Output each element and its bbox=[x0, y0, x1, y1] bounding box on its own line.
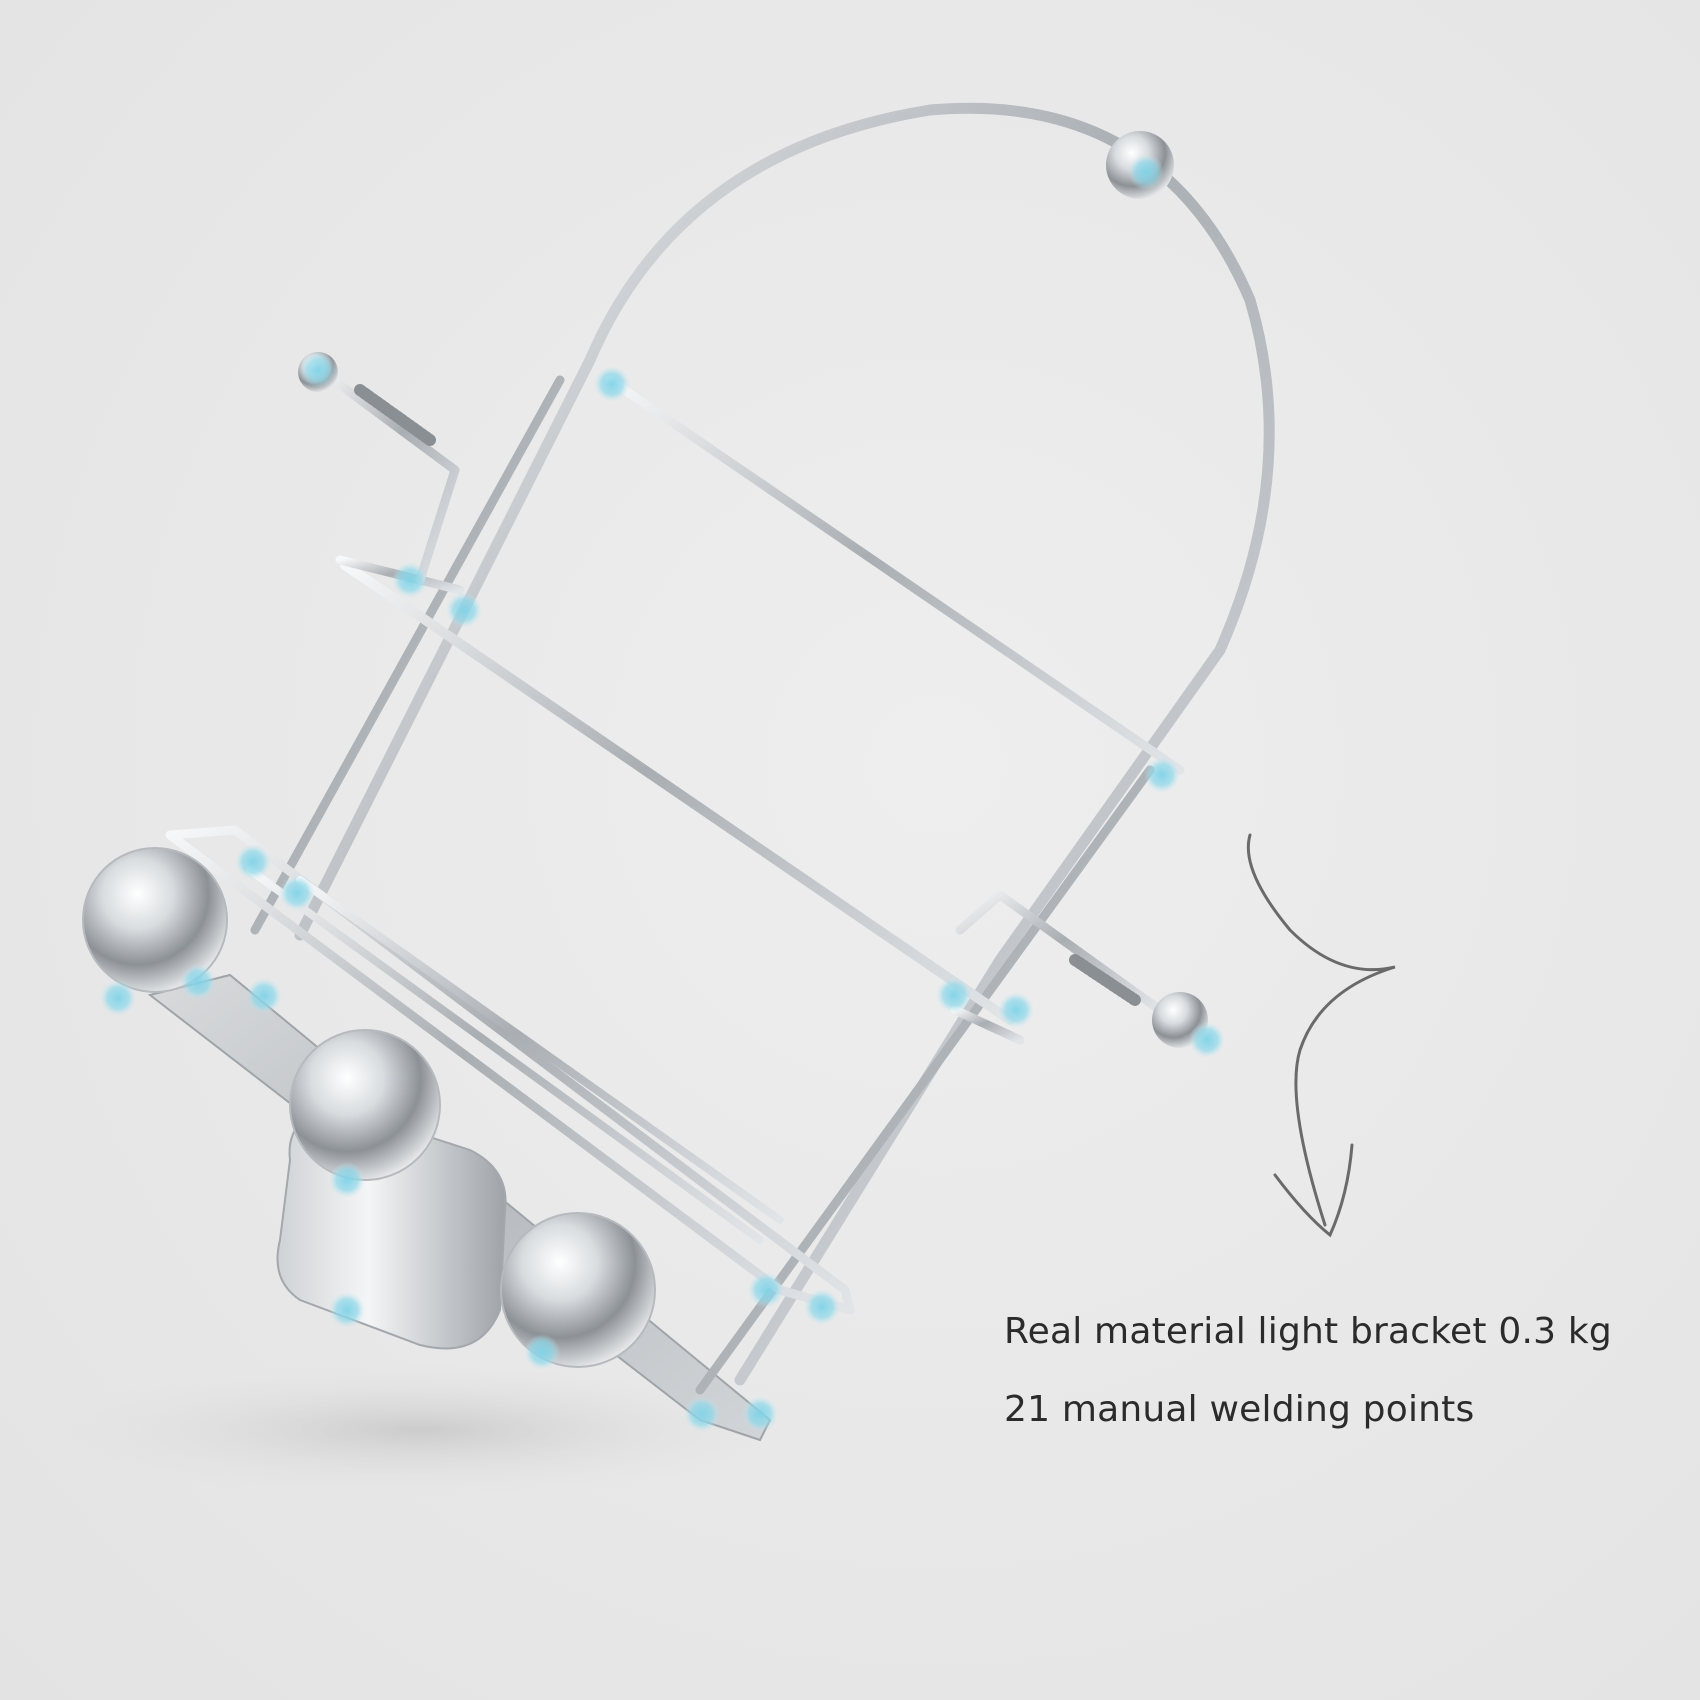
weld-point bbox=[684, 1396, 720, 1432]
weld-point bbox=[1128, 154, 1164, 190]
weld-point bbox=[235, 844, 271, 880]
floor-shadow bbox=[20, 1360, 820, 1500]
weld-point bbox=[246, 978, 282, 1014]
hand-drawn-arrow-icon bbox=[1246, 833, 1396, 1227]
weld-point bbox=[748, 1272, 784, 1308]
weld-point bbox=[936, 977, 972, 1013]
welding-points bbox=[100, 154, 1225, 1432]
basket-tray-rail bbox=[246, 866, 764, 1244]
weld-point bbox=[329, 1292, 365, 1328]
basket-tray-rail-2 bbox=[296, 876, 784, 1224]
decor-ball-left bbox=[82, 847, 228, 993]
right-hook bbox=[955, 890, 1165, 1015]
upper-cross-bar bbox=[605, 375, 1185, 775]
middle-bar-end-right bbox=[950, 1005, 1025, 1045]
decor-ball-middle bbox=[289, 1029, 441, 1181]
weld-point bbox=[180, 964, 216, 1000]
decor-ball-right bbox=[500, 1212, 656, 1368]
weld-point bbox=[998, 992, 1034, 1028]
weld-point bbox=[279, 875, 315, 911]
weld-point bbox=[446, 592, 482, 628]
weld-point bbox=[100, 980, 136, 1016]
middle-cross-bar bbox=[340, 560, 1015, 1025]
weld-point bbox=[804, 1289, 840, 1325]
right-hook-grip bbox=[1069, 954, 1141, 1006]
basket-tray-rim bbox=[165, 825, 855, 1315]
weld-point bbox=[524, 1334, 560, 1370]
weld-point bbox=[594, 366, 630, 402]
weld-point bbox=[1189, 1022, 1225, 1058]
weld-point bbox=[392, 562, 428, 598]
arrow-head-icon bbox=[1273, 1143, 1354, 1238]
caption-line-1: Real material light bracket 0.3 kg bbox=[1004, 1311, 1612, 1352]
weld-point bbox=[742, 1396, 778, 1432]
weld-point bbox=[1144, 757, 1180, 793]
left-hook-grip bbox=[354, 384, 436, 446]
arch-left-inner-rod bbox=[250, 375, 565, 935]
weld-point bbox=[329, 1162, 365, 1198]
left-hook bbox=[315, 365, 460, 585]
weld-point bbox=[300, 352, 336, 388]
caption-line-2: 21 manual welding points bbox=[1004, 1389, 1475, 1430]
